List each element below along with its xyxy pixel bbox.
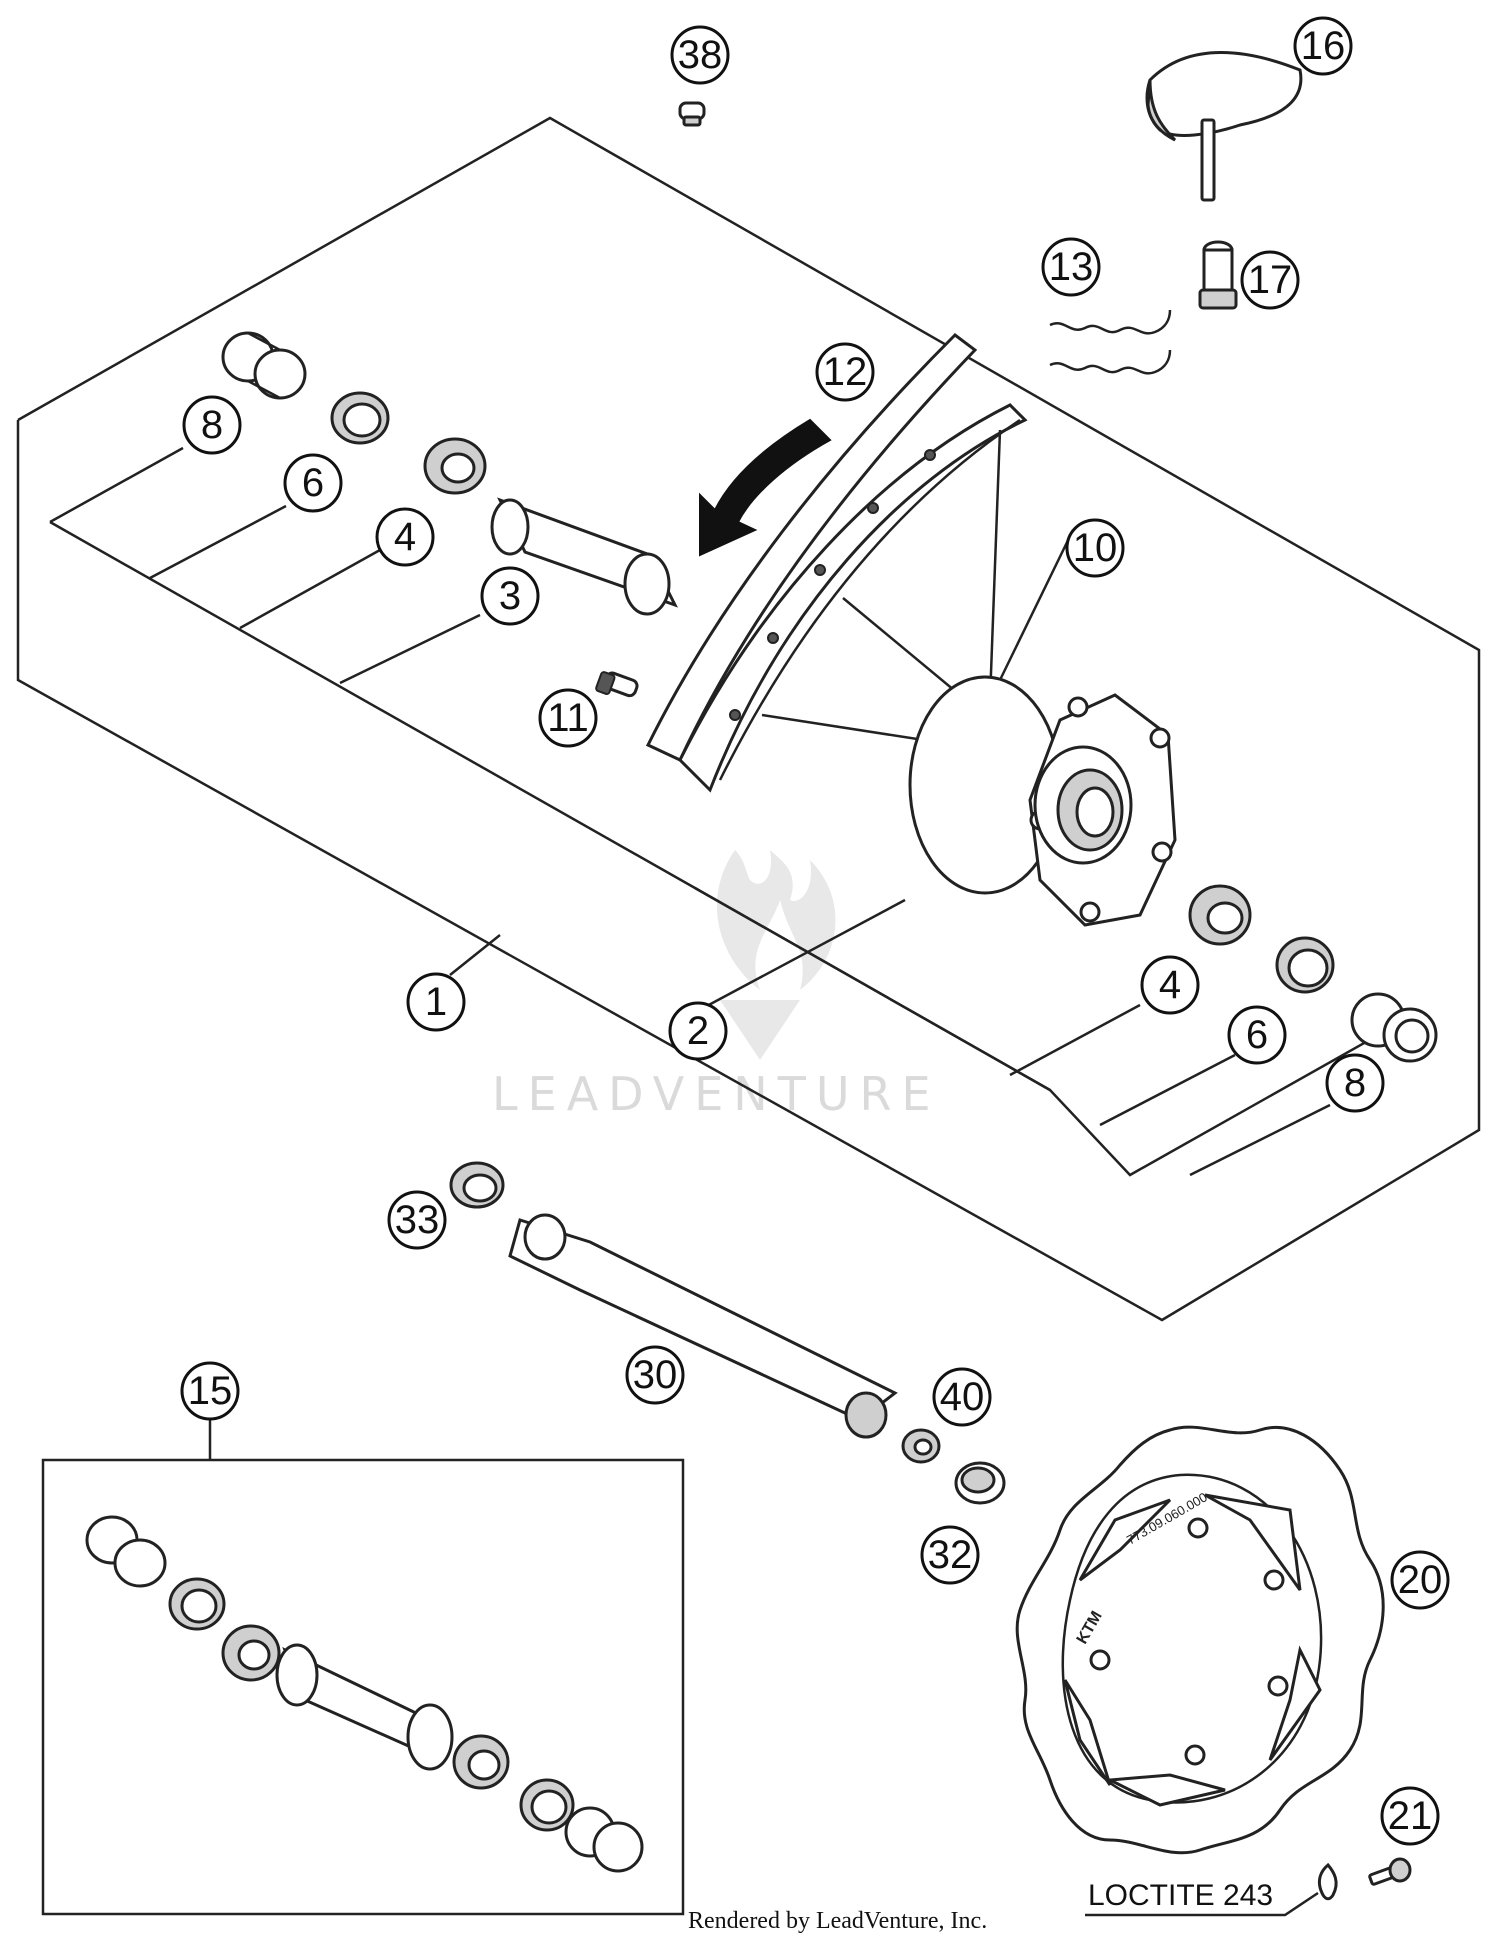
- valve-11: [595, 671, 639, 698]
- spacer-8-left: [221, 331, 307, 400]
- svg-text:4: 4: [394, 515, 416, 559]
- callout-6-left[interactable]: 6: [283, 453, 343, 513]
- callout-38[interactable]: 38: [670, 25, 730, 85]
- svg-text:6: 6: [302, 461, 324, 505]
- distance-sleeve-3: [490, 497, 679, 616]
- loctite-note: LOCTITE 243: [1088, 1879, 1273, 1912]
- callout-12[interactable]: 12: [815, 342, 875, 402]
- svg-text:4: 4: [1159, 963, 1181, 1007]
- rim-tape-13: [1049, 309, 1172, 375]
- svg-text:12: 12: [823, 350, 868, 394]
- svg-text:3: 3: [499, 574, 521, 618]
- callout-32[interactable]: 32: [920, 1525, 980, 1585]
- bearing-4-right: [1188, 884, 1252, 946]
- rotation-direction-arrow: [699, 418, 832, 557]
- brake-disc-20: 773.09.060.000 KTM: [1015, 1425, 1385, 1855]
- svg-text:20: 20: [1398, 1558, 1443, 1602]
- callout-2[interactable]: 2: [668, 1001, 728, 1061]
- callout-8-right[interactable]: 8: [1325, 1053, 1385, 1113]
- screw-32: [954, 1461, 1006, 1505]
- svg-text:10: 10: [1073, 526, 1118, 570]
- cap-38: [678, 101, 706, 127]
- watermark-logo-icon: [716, 850, 836, 1060]
- svg-text:11: 11: [547, 696, 589, 740]
- disc-screw-21: [1368, 1857, 1412, 1886]
- rim-lock-16: [1145, 51, 1303, 202]
- callout-20[interactable]: 20: [1390, 1550, 1450, 1610]
- wheel-assembly-outline: [16, 116, 1481, 1322]
- callout-4-left[interactable]: 4: [375, 507, 435, 567]
- svg-text:16: 16: [1301, 24, 1346, 68]
- callout-4-right[interactable]: 4: [1140, 955, 1200, 1015]
- svg-text:21: 21: [1388, 1794, 1433, 1838]
- callout-15[interactable]: 15: [180, 1361, 240, 1421]
- svg-text:8: 8: [1344, 1061, 1366, 1105]
- callout-40[interactable]: 40: [932, 1367, 992, 1427]
- callout-1[interactable]: 1: [406, 972, 466, 1032]
- svg-text:38: 38: [678, 33, 723, 77]
- svg-text:2: 2: [687, 1009, 709, 1053]
- svg-text:40: 40: [940, 1375, 985, 1419]
- watermark: LEADVENTURE: [492, 850, 941, 1121]
- axle-30: [508, 1213, 898, 1439]
- hub-2: [908, 675, 1177, 927]
- callout-6-right[interactable]: 6: [1227, 1005, 1287, 1065]
- rim: [645, 333, 1028, 793]
- seal-6-right: [1275, 936, 1335, 994]
- callout-8-left[interactable]: 8: [182, 395, 242, 455]
- loctite-drop-icon: [1317, 1862, 1338, 1901]
- svg-text:13: 13: [1049, 245, 1094, 289]
- seal-6-left: [330, 391, 390, 445]
- svg-text:30: 30: [633, 1353, 678, 1397]
- callout-3[interactable]: 3: [480, 566, 540, 626]
- callout-17[interactable]: 17: [1240, 250, 1300, 310]
- callout-33[interactable]: 33: [387, 1190, 447, 1250]
- svg-text:17: 17: [1248, 258, 1293, 302]
- spacer-8-right: [1350, 992, 1438, 1063]
- callout-21[interactable]: 21: [1380, 1786, 1440, 1846]
- nut-40: [901, 1428, 941, 1464]
- bearing-4-left: [423, 437, 487, 495]
- bearing-kit-15-box: [41, 1415, 685, 1916]
- svg-text:6: 6: [1246, 1013, 1268, 1057]
- svg-text:1: 1: [425, 980, 447, 1024]
- svg-text:8: 8: [201, 403, 223, 447]
- collar-33: [449, 1161, 505, 1209]
- leader-lines: [49, 446, 1331, 1177]
- watermark-text: LEADVENTURE: [492, 1067, 941, 1121]
- loctite-leader: [1085, 1891, 1319, 1917]
- callout-16[interactable]: 16: [1293, 16, 1353, 76]
- svg-text:32: 32: [928, 1533, 973, 1577]
- callout-10[interactable]: 10: [1065, 518, 1125, 578]
- callout-30[interactable]: 30: [625, 1345, 685, 1405]
- svg-text:33: 33: [395, 1198, 440, 1242]
- callout-11[interactable]: 11: [538, 688, 598, 748]
- callout-13[interactable]: 13: [1041, 237, 1101, 297]
- nut-17: [1198, 240, 1238, 310]
- svg-text:15: 15: [188, 1369, 233, 1413]
- footer-credit: Rendered by LeadVenture, Inc.: [688, 1908, 987, 1934]
